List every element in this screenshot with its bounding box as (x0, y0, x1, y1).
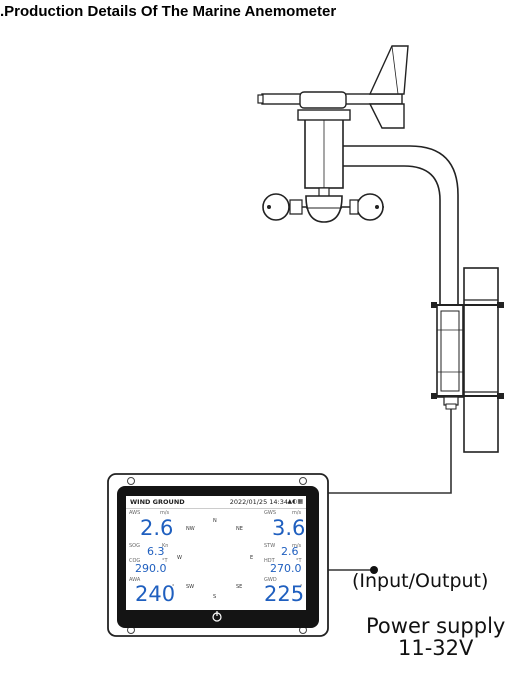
cable-connector (370, 566, 378, 574)
gwd-value: 225 (264, 582, 305, 606)
power-supply-title: Power supply (366, 614, 506, 638)
cog-unit: °T (162, 558, 168, 564)
page-title: .Production Details Of The Marine Anemom… (0, 3, 337, 20)
awa-unit: ° (172, 584, 175, 590)
hdt-label: HDT (264, 558, 275, 564)
display-datetime: 2022/01/25 14:34 (229, 498, 288, 506)
compass-n: N (213, 518, 217, 524)
aws-unit: m/s (160, 510, 170, 516)
aws-label: AWS (129, 510, 141, 516)
settings-icon: ▲◐▦ (287, 498, 303, 505)
aws-value: 2.6 (140, 516, 174, 540)
sensor-arm (342, 145, 459, 305)
status-bar: WIND GROUND 2022/01/25 14:34 ▲◐▦ (126, 496, 306, 509)
anemometer-cup (262, 193, 290, 221)
compass-sw: SW (186, 584, 195, 590)
power-supply-voltage: 11-32V (397, 636, 474, 660)
vane-fin (368, 45, 409, 95)
cog-value: 290.0 (135, 562, 167, 575)
io-label: (Input/Output) (352, 570, 489, 592)
signal-cable (326, 408, 452, 494)
hdt-unit: °T (296, 558, 302, 564)
gwd-unit: ° (300, 584, 303, 590)
compass-e: E (250, 555, 254, 561)
compass-ne: NE (236, 526, 243, 532)
awa-value: 240 (135, 582, 176, 606)
stw-value: 2.6 (281, 545, 299, 558)
sog-label: SOG (129, 543, 140, 549)
gws-value: 3.6 (272, 516, 306, 540)
sog-unit: Kn (162, 543, 169, 549)
gws-unit: m/s (292, 510, 302, 516)
mounting-pole (463, 267, 499, 453)
display-screen: WIND GROUND 2022/01/25 14:34 ▲◐▦ AWS m/s… (126, 496, 306, 610)
anemometer-cup (305, 195, 343, 223)
hdt-value: 270.0 (270, 562, 302, 575)
cog-label: COG (129, 558, 141, 564)
compass-se: SE (236, 584, 243, 590)
compass-w: W (177, 555, 182, 561)
gws-label: GWS (264, 510, 276, 516)
anemometer-cup (356, 193, 384, 221)
stw-label: STW (264, 543, 276, 549)
gwd-label: GWD (264, 577, 277, 583)
power-supply-label: Power supply 11-32V (366, 615, 505, 659)
compass-nw: NW (186, 526, 195, 532)
compass-s: S (213, 594, 217, 600)
sog-value: 6.3 (147, 545, 165, 558)
display-mode: WIND GROUND (130, 498, 185, 506)
awa-label: AWA (129, 577, 141, 583)
stw-unit: m/s (292, 543, 302, 549)
